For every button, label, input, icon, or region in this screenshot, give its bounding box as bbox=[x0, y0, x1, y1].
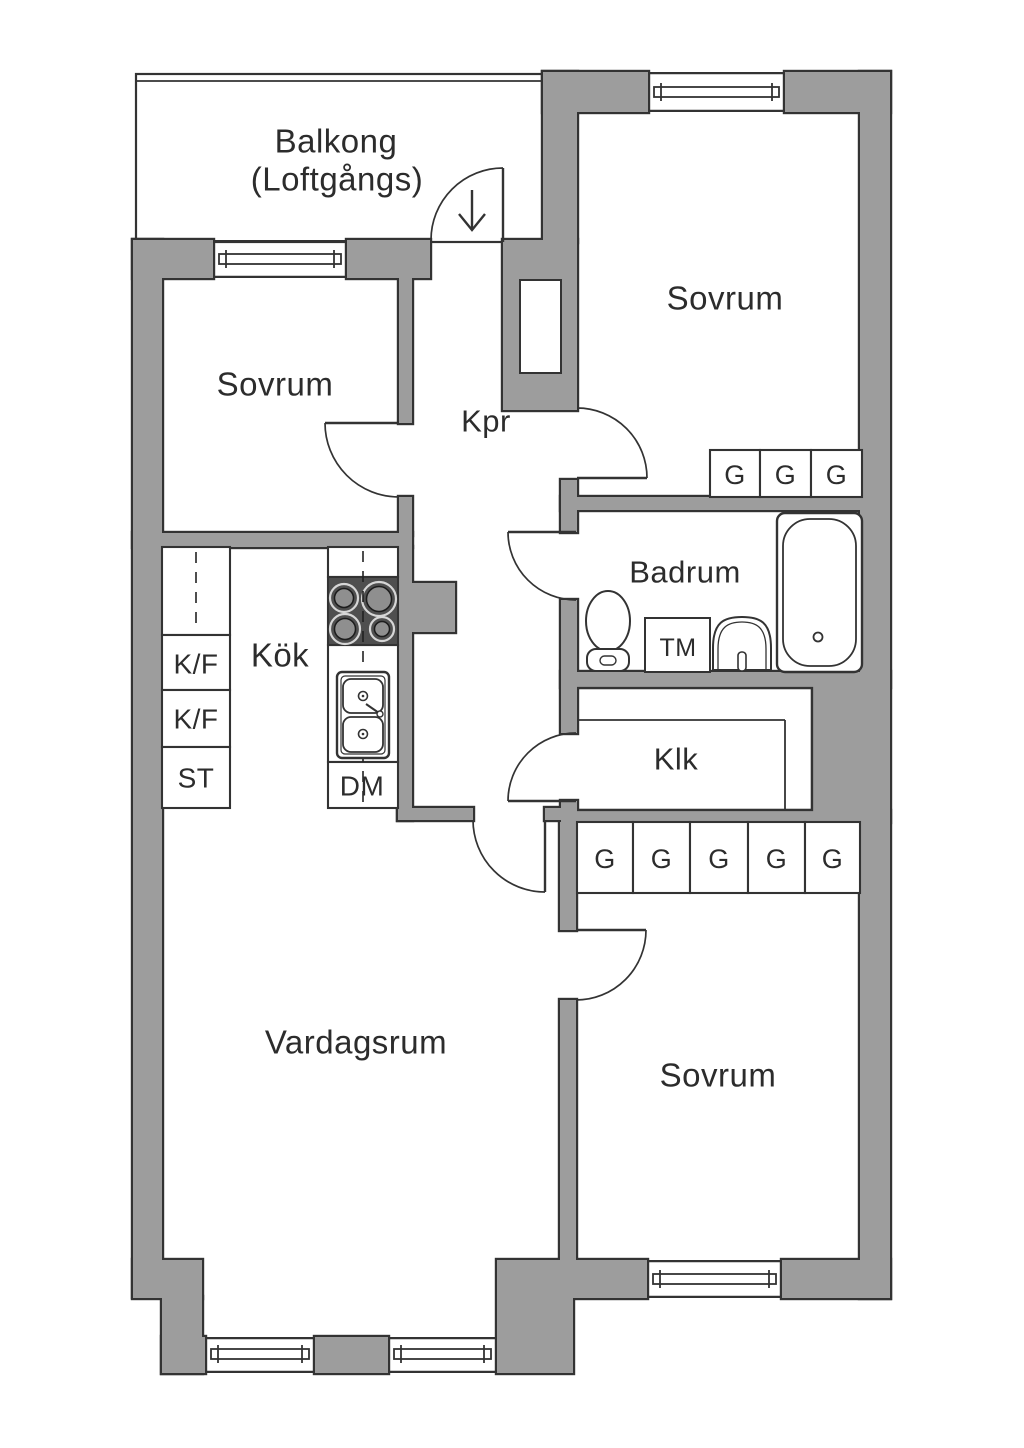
entrance-arrow-head bbox=[458, 213, 486, 232]
wall-segment bbox=[398, 808, 473, 820]
door-swing-arc-badrum bbox=[507, 531, 577, 601]
label-tm: TM bbox=[659, 634, 696, 662]
wall-segment bbox=[162, 1337, 205, 1373]
wall-segment bbox=[399, 497, 412, 535]
wall-segment bbox=[561, 811, 890, 822]
window-glazing-bar bbox=[210, 1348, 310, 1360]
stove-burner-inner bbox=[373, 620, 391, 638]
washbasin-tap bbox=[737, 651, 747, 672]
label-vardagsrum: Vardagsrum bbox=[265, 1024, 447, 1061]
wall-segment bbox=[543, 72, 648, 112]
closet-letter: G bbox=[724, 460, 746, 490]
kitchen-cabinet bbox=[160, 745, 232, 810]
door-swing-arc-sovrum-bottom bbox=[575, 929, 647, 1001]
closet-cell bbox=[758, 448, 813, 499]
window-glazing-bar bbox=[653, 86, 780, 98]
closet-cell bbox=[809, 448, 864, 499]
wall-segment bbox=[133, 1260, 202, 1298]
door-swing-arc-entrance bbox=[430, 167, 504, 241]
label-sovrum-bottom: Sovrum bbox=[660, 1057, 777, 1094]
closet-cell bbox=[803, 820, 862, 895]
door-swing-arc-sovrum-left bbox=[324, 422, 400, 498]
wall-segment bbox=[560, 1260, 647, 1298]
stove-burner-inner bbox=[333, 617, 357, 641]
stove-burner-inner bbox=[333, 587, 355, 609]
wall-segment bbox=[347, 240, 430, 278]
wall-segment bbox=[399, 277, 412, 423]
wall-segment bbox=[813, 687, 862, 811]
sink-tap-dot bbox=[361, 694, 365, 698]
label-kf-1: K/F bbox=[173, 649, 218, 680]
washbasin bbox=[712, 615, 772, 671]
stove-burner bbox=[328, 612, 362, 646]
wall-segment bbox=[561, 600, 577, 733]
klk-outline bbox=[577, 686, 814, 812]
shaft-niche bbox=[519, 279, 562, 374]
wall-segment bbox=[315, 1337, 388, 1373]
kitchen-cabinet bbox=[160, 633, 232, 692]
sink-tap-dot bbox=[361, 732, 365, 736]
closet-cell bbox=[688, 820, 750, 895]
label-badrum: Badrum bbox=[629, 555, 741, 590]
label-dm: DM bbox=[340, 771, 385, 802]
window-glazing-bar bbox=[393, 1348, 492, 1360]
label-sovrum-left: Sovrum bbox=[217, 366, 334, 403]
bathtub bbox=[775, 511, 864, 674]
label-loftgangs: (Loftgångs) bbox=[251, 161, 423, 198]
door-swing-arc-sovrum-top-right bbox=[576, 407, 648, 479]
stove-burner bbox=[368, 615, 396, 643]
stove-burner bbox=[328, 582, 360, 614]
label-klk: Klk bbox=[654, 742, 699, 777]
bathtub-inner bbox=[782, 518, 857, 667]
closet-cell bbox=[708, 448, 762, 499]
closet-cell bbox=[575, 820, 635, 895]
stove-burner-inner bbox=[365, 585, 393, 613]
washing-machine bbox=[644, 617, 711, 673]
wall-segment bbox=[560, 822, 576, 930]
door-swing-arc-klk bbox=[507, 732, 577, 802]
balcony-outline bbox=[134, 72, 545, 244]
closet-letter: G bbox=[766, 844, 788, 874]
closet-letter: G bbox=[775, 460, 797, 490]
closet-letter: G bbox=[826, 460, 848, 490]
closet-letter: G bbox=[651, 844, 673, 874]
toilet-button bbox=[599, 655, 617, 666]
closet-letter: G bbox=[822, 844, 844, 874]
wall-segment bbox=[398, 547, 412, 820]
klk-shelf-line bbox=[577, 719, 786, 810]
toilet-bowl bbox=[585, 590, 631, 652]
closet-letter: G bbox=[708, 844, 730, 874]
label-kok: Kök bbox=[251, 637, 309, 674]
sink-lever bbox=[365, 703, 380, 714]
stove-burner bbox=[360, 580, 398, 618]
sink-lever-knob bbox=[376, 710, 384, 718]
label-sovrum-top-right: Sovrum bbox=[667, 280, 784, 317]
wall-segment bbox=[561, 672, 890, 687]
label-st: ST bbox=[178, 763, 215, 794]
closet-letter: G bbox=[594, 844, 616, 874]
wall-segment bbox=[782, 1260, 890, 1298]
window-glazing-bar bbox=[218, 253, 342, 265]
wall-segment bbox=[561, 497, 862, 510]
label-kpr: Kpr bbox=[461, 404, 511, 439]
window-glazing-bar bbox=[652, 1273, 777, 1285]
wall-segment bbox=[560, 1000, 576, 1260]
bathtub-drain bbox=[812, 631, 824, 643]
wall-segment bbox=[412, 583, 455, 632]
label-kf-2: K/F bbox=[173, 704, 218, 735]
washbasin-inner bbox=[717, 621, 767, 671]
door-swing-arc-hall-vardagsrum bbox=[472, 819, 546, 893]
wall-segment bbox=[133, 533, 412, 547]
kitchen-cabinet bbox=[160, 688, 232, 749]
wall-segment bbox=[133, 240, 162, 1297]
label-balkong: Balkong bbox=[275, 123, 398, 160]
kitchen-sink-frame bbox=[340, 675, 386, 755]
